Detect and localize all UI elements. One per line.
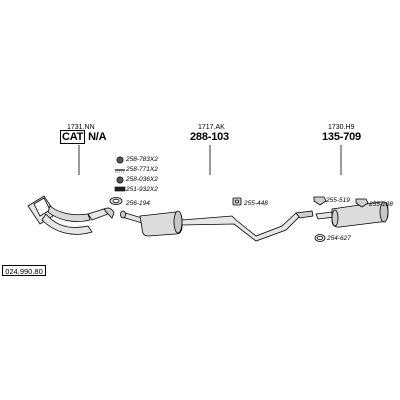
nut-icon [116, 156, 124, 164]
gasket-icon [114, 186, 126, 192]
legend-item-2: 258-771X2 [126, 166, 158, 173]
group-code-catalyst: 1731.NN [67, 124, 95, 131]
group-code-rear: 1730.H9 [328, 124, 355, 131]
part-number-255-519: 255-519 [326, 197, 350, 204]
part-number-255-448: 255-448 [244, 200, 268, 207]
group-label-middle: 288-103 [190, 131, 229, 143]
gasket-part [109, 197, 123, 205]
clamp-part-627 [314, 234, 326, 242]
hanger-rubber-part [232, 197, 242, 206]
group-code-middle: 1717.AK [198, 124, 225, 131]
diagram-reference-number: 024.990.80 [2, 265, 46, 276]
part-number-255-188: 255-188 [369, 201, 393, 208]
cat-value: N/A [88, 131, 107, 143]
mount-part-519 [313, 196, 327, 206]
legend-item-4: 251-932X2 [126, 186, 158, 193]
group-label-rear: 135-709 [322, 131, 361, 143]
nut-icon [116, 176, 124, 184]
legend-icons [114, 156, 126, 192]
cat-badge: CAT [60, 130, 86, 144]
group-label-catalyst: CAT N/A [60, 130, 107, 144]
mount-part-188 [355, 198, 369, 208]
part-number-256-194: 256-194 [126, 200, 150, 207]
part-number-254-627: 254-627 [327, 235, 351, 242]
legend-item-1: 258-783X2 [126, 156, 158, 163]
rear-silencer-part [315, 201, 389, 228]
legend-item-3: 258-036X2 [126, 176, 158, 183]
middle-silencer-part [120, 210, 314, 242]
catalyst-part [27, 195, 115, 235]
